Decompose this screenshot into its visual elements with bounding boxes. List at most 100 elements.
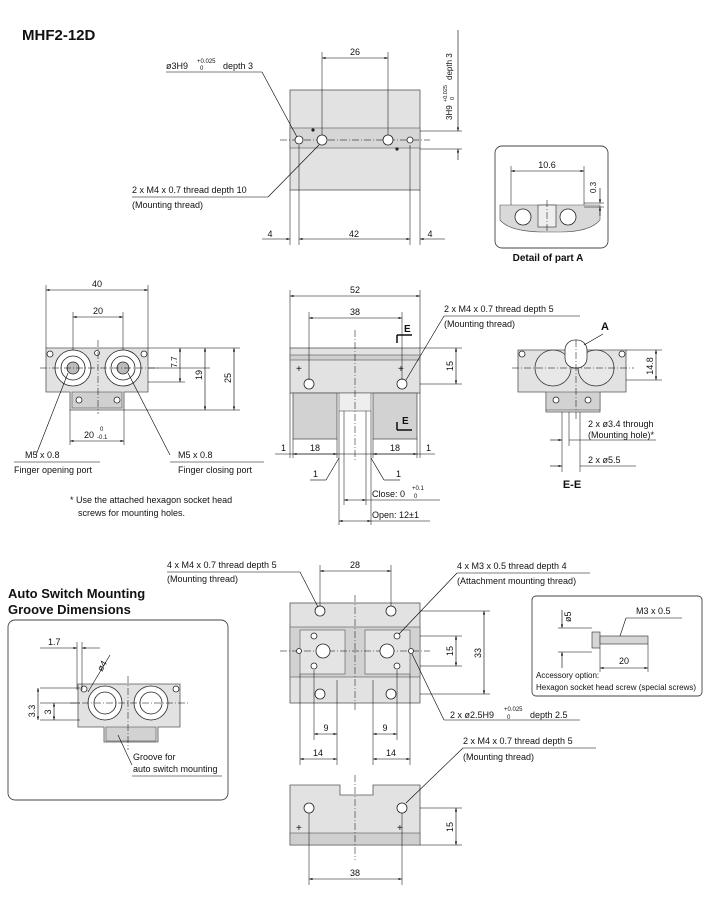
acc-caption-2: Hexagon socket head screw (special screw… <box>536 683 696 692</box>
side-3h9-depth: depth 3 <box>445 53 454 80</box>
acc-caption-1: Accessory option: <box>536 671 599 680</box>
pin-hole-tol-upper: +0.025 <box>197 59 216 65</box>
bottom-dim-14-left: 14 <box>313 748 323 758</box>
as-dim-phi4: ø4 <box>95 659 109 673</box>
svg-text:+: + <box>398 364 404 375</box>
detail-dim-0-3: 0.3 <box>589 181 598 193</box>
groove-label-1: Groove for <box>133 752 176 762</box>
auto-switch-frame <box>7 619 229 801</box>
front-dim-52: 52 <box>350 285 360 295</box>
auto-switch-heading-1: Auto Switch Mounting <box>8 586 145 601</box>
section-dim-14-8: 14.8 <box>645 357 655 375</box>
top-view-rail <box>289 127 421 149</box>
side-view: + + 2 x M4 x 0.7 thread depth 5 (Mountin… <box>289 736 596 885</box>
top-view: 26 42 4 4 ø3H9 +0.025 0 depth 3 3H9 +0.0… <box>132 30 462 245</box>
footnote-line2: screws for mounting holes. <box>78 508 185 518</box>
drawing-title: MHF2-12D <box>22 27 96 44</box>
end-dim-7-7: 7.7 <box>170 356 179 368</box>
dim-26: 26 <box>350 47 360 57</box>
side-3h9-tol-lower: 0 <box>450 97 456 100</box>
svg-text:+: + <box>397 823 403 834</box>
side-thread-note-sub: (Mounting thread) <box>463 752 534 762</box>
front-dim-38: 38 <box>350 307 360 317</box>
front-thread-note-sub: (Mounting thread) <box>444 319 515 329</box>
front-dim-1-right: 1 <box>426 443 431 453</box>
side-thread-note: 2 x M4 x 0.7 thread depth 5 <box>463 736 573 746</box>
port-close-label: Finger closing port <box>178 465 253 475</box>
svg-text:+: + <box>296 823 302 834</box>
pin-hole-left <box>294 135 304 145</box>
dim-4-left: 4 <box>267 229 272 239</box>
front-dim-18-left: 18 <box>310 443 320 453</box>
side-3h9-tol-upper: +0.025 <box>443 85 449 102</box>
port-close-size: M5 x 0.8 <box>178 450 213 460</box>
front-dim-18-right: 18 <box>390 443 400 453</box>
mark-a: A <box>601 321 609 333</box>
bottom-dim-33: 33 <box>473 648 483 658</box>
end-dim-25: 25 <box>223 373 233 383</box>
as-dim-1-7: 1.7 <box>48 637 61 647</box>
pin-hole-depth: depth 3 <box>223 61 253 71</box>
bottom-dim-15: 15 <box>445 646 455 656</box>
acc-screw-size: M3 x 0.5 <box>636 606 671 616</box>
open-label: Open: 12±1 <box>372 510 419 520</box>
finger-right <box>372 392 418 440</box>
footnote-line1: * Use the attached hexagon socket head <box>70 495 232 505</box>
side-dim-15: 15 <box>445 822 455 832</box>
auto-switch-section: Auto Switch Mounting Groove Dimensions 1… <box>7 586 229 801</box>
close-tol-lower: 0 <box>414 494 418 500</box>
groove-label-2: auto switch mounting <box>133 764 218 774</box>
pin-tol-lower: 0 <box>507 715 511 721</box>
as-dim-3: 3 <box>43 709 53 714</box>
counterbore-note: 2 x ø5.5 <box>588 455 621 465</box>
section-e-e: A 14.8 2 x ø3.4 through (Mounting hole)*… <box>512 321 662 491</box>
front-dim-15: 15 <box>445 361 455 371</box>
side-dim-38: 38 <box>350 868 360 878</box>
port-open-label: Finger opening port <box>14 465 93 475</box>
svg-text:+: + <box>296 364 302 375</box>
finger-left <box>292 392 338 440</box>
port-open-size: M5 x 0.8 <box>25 450 60 460</box>
end-dim-20-tol: 20 <box>84 430 94 440</box>
pin-note: 2 x ø2.5H9 <box>450 710 494 720</box>
top-thread-note: 2 x M4 x 0.7 thread depth 10 <box>132 185 247 195</box>
front-thread-hole-right <box>396 378 408 390</box>
auto-switch-heading-2: Groove Dimensions <box>8 602 131 617</box>
as-dim-3-3: 3.3 <box>27 705 37 718</box>
through-note: 2 x ø3.4 through <box>588 419 654 429</box>
section-caption: E-E <box>563 479 581 491</box>
attach-note: 4 x M3 x 0.5 thread depth 4 <box>457 561 567 571</box>
accessory-box: ø5 M3 x 0.5 20 Accessory option: Hexagon… <box>531 595 703 697</box>
bottom-dim-14-right: 14 <box>386 748 396 758</box>
end-dim-20: 20 <box>93 306 103 316</box>
close-label: Close: 0 <box>372 489 405 499</box>
thread-hole-right <box>382 134 394 146</box>
detail-a: 10.6 0.3 Detail of part A <box>494 145 609 264</box>
detail-dim-10-6: 10.6 <box>538 160 556 170</box>
detail-a-frame <box>494 145 609 249</box>
svg-text:ø3H9: ø3H9 <box>166 61 188 71</box>
pin-hole-note: ø3H9 <box>166 61 188 71</box>
pin-tol-upper: +0.025 <box>504 707 523 713</box>
section-mark-bottom: E <box>402 416 409 427</box>
acc-dim-phi5: ø5 <box>563 611 573 622</box>
bottom-dim-28: 28 <box>350 560 360 570</box>
close-tol-upper: +0.1 <box>412 486 425 492</box>
top-thread-note-sub: (Mounting thread) <box>132 200 203 210</box>
section-mark-top: E <box>404 324 411 335</box>
side-3h9-note: 3H9 <box>445 105 454 120</box>
front-thread-hole-left <box>303 378 315 390</box>
front-dim-1-finger-left: 1 <box>313 469 318 479</box>
end-dim-20-tol-upper: 0 <box>100 427 104 433</box>
attach-note-sub: (Attachment mounting thread) <box>457 576 576 586</box>
bottom-view: 4 x M4 x 0.7 thread depth 5 (Mounting th… <box>167 560 590 765</box>
end-dim-19: 19 <box>194 370 204 380</box>
end-view: 40 20 7.7 19 25 20 0 -0.1 M5 x 0.8 Finge… <box>14 279 264 518</box>
bottom-dim-9-left: 9 <box>323 723 328 733</box>
detail-a-caption: Detail of part A <box>513 253 584 264</box>
pin-depth: depth 2.5 <box>530 710 568 720</box>
through-note-sub: (Mounting hole)* <box>588 430 655 440</box>
thread-hole-left <box>316 134 328 146</box>
bottom-dim-9-right: 9 <box>382 723 387 733</box>
